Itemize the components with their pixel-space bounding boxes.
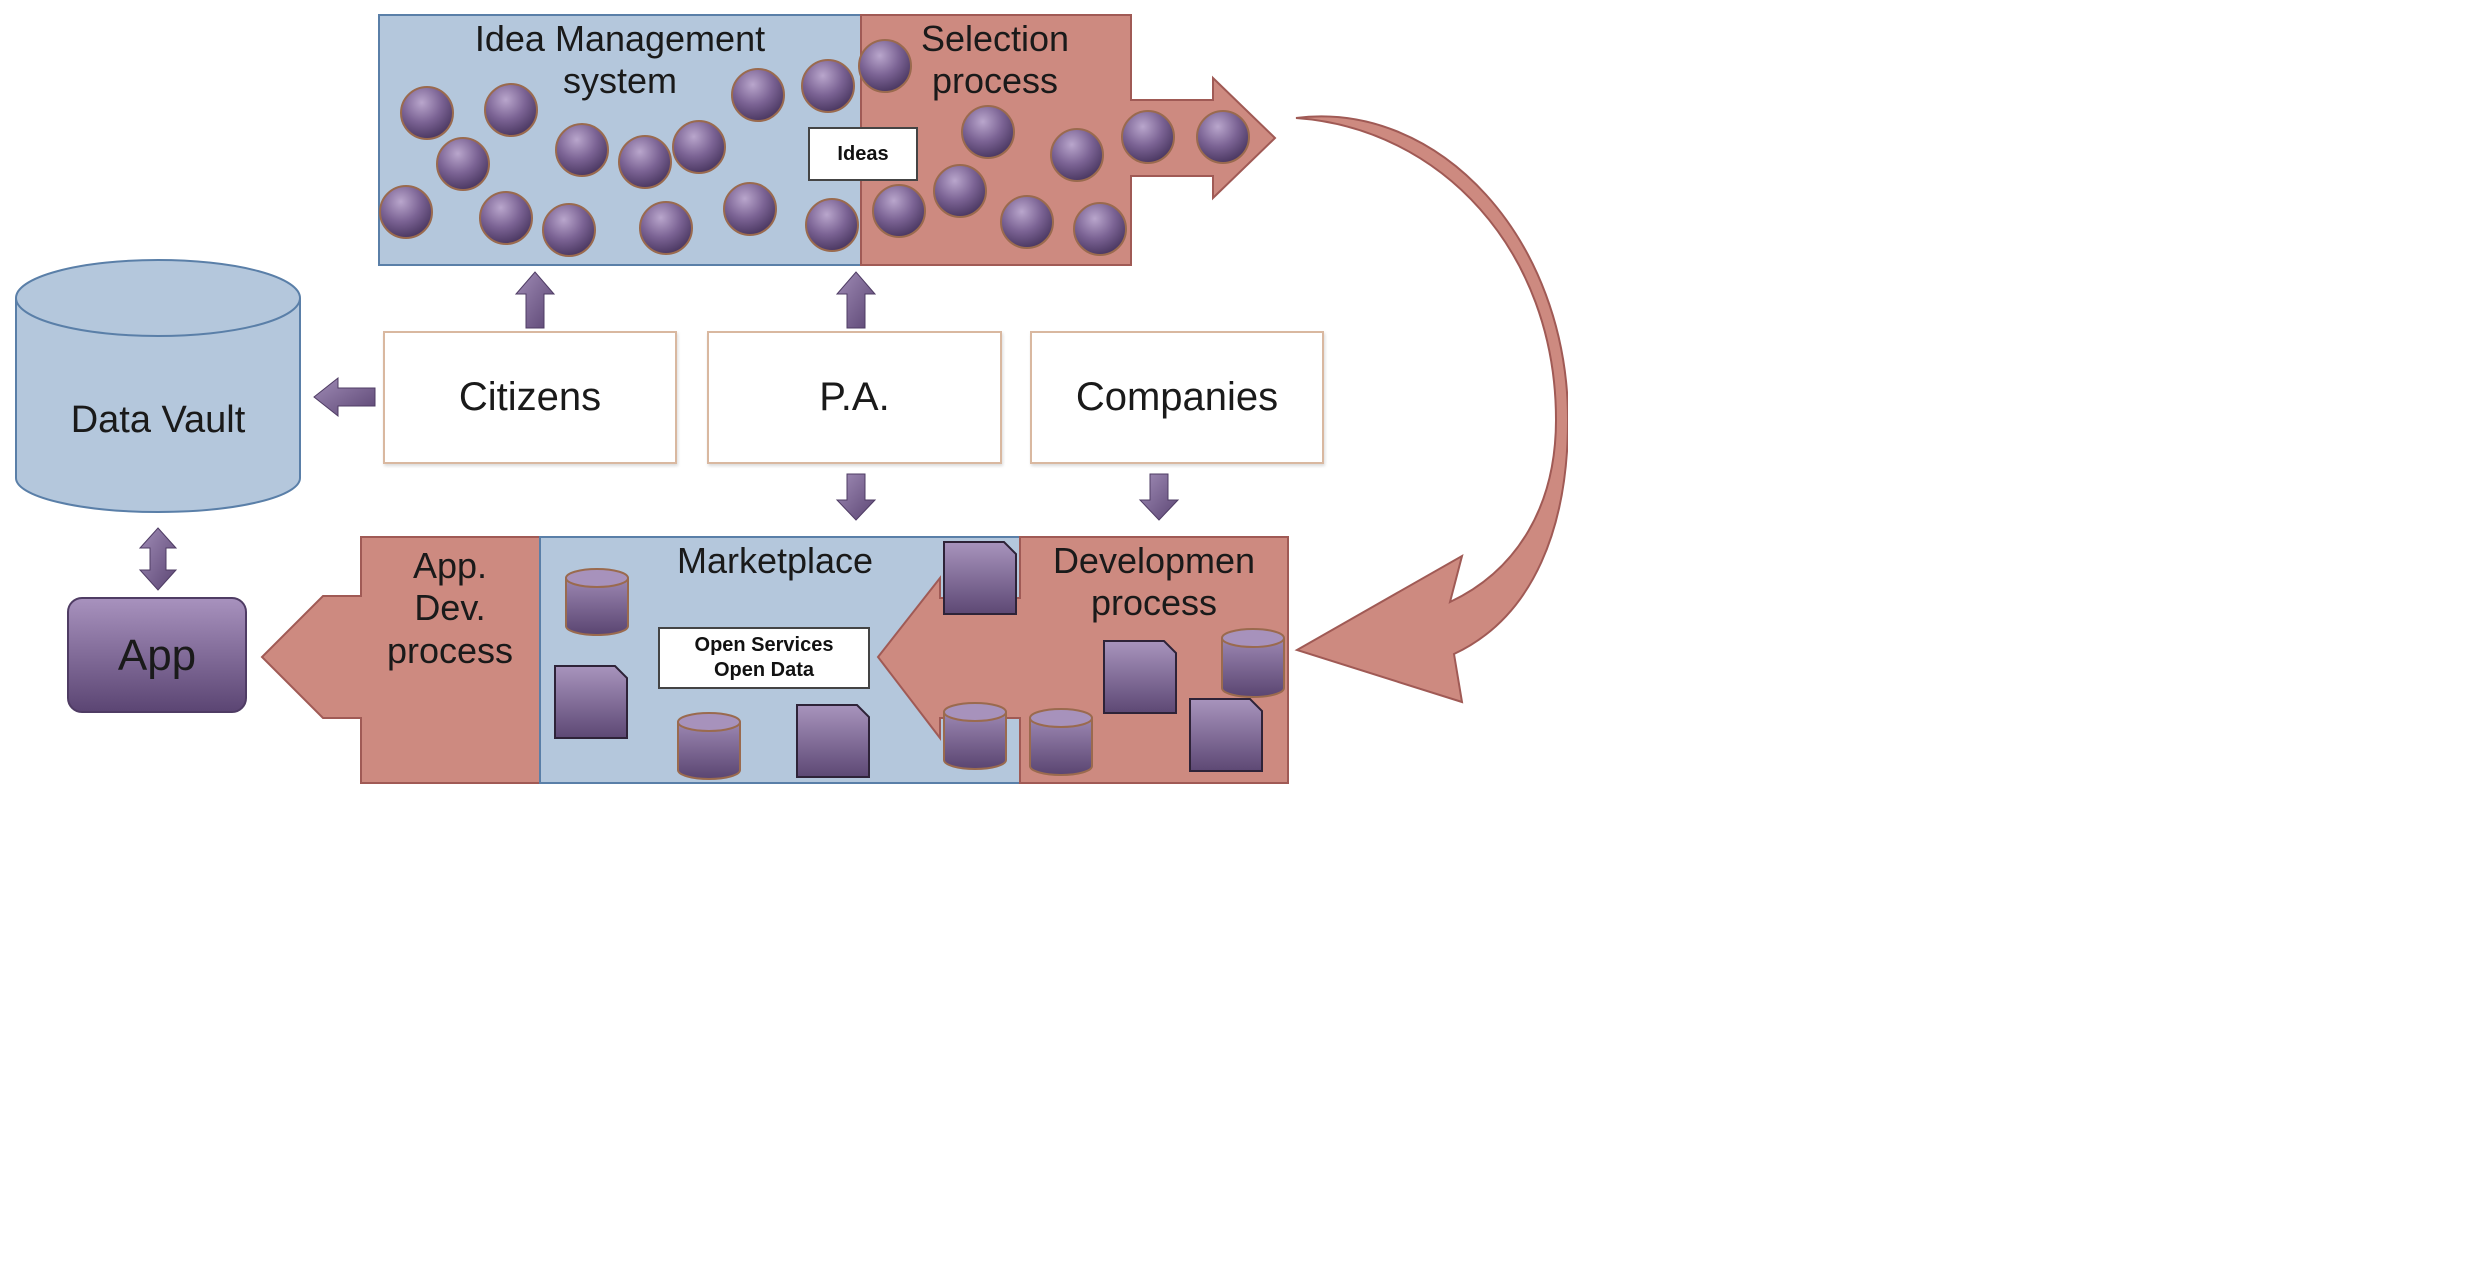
idea-ball-icon: [858, 39, 912, 93]
selection-process-title: Selection process: [920, 18, 1070, 102]
arrow-companies-to-development: [1138, 473, 1180, 521]
idea-ball-icon: [961, 105, 1015, 159]
curved-flow-arrow-body: [1294, 115, 1568, 704]
idea-ball-icon: [672, 120, 726, 174]
diagram-canvas: [15, 14, 1568, 784]
idea-ball-icon: [1196, 110, 1250, 164]
database-cylinder-icon: [943, 702, 1007, 770]
arrow-citizens-to-data-vault: [313, 376, 376, 418]
idea-ball-icon: [479, 191, 533, 245]
pa-box: P.A.: [707, 331, 1002, 464]
database-cylinder-icon: [677, 712, 741, 780]
database-cylinder-icon: [565, 568, 629, 636]
idea-ball-icon: [484, 83, 538, 137]
idea-ball-icon: [933, 164, 987, 218]
idea-ball-icon: [805, 198, 859, 252]
idea-ball-icon: [1050, 128, 1104, 182]
arrow-pa-to-selection: [835, 271, 877, 329]
idea-ball-icon: [400, 86, 454, 140]
idea-ball-icon: [542, 203, 596, 257]
development-process-title: Developmen process: [1052, 540, 1256, 624]
app-dev-process-title: App. Dev. process: [386, 545, 514, 671]
data-vault-label: Data Vault: [70, 399, 246, 441]
idea-ball-icon: [1073, 202, 1127, 256]
idea-ball-icon: [1000, 195, 1054, 249]
idea-ball-icon: [731, 68, 785, 122]
idea-ball-icon: [555, 123, 609, 177]
service-document-icon: [554, 665, 628, 739]
ideas-tag: Ideas: [808, 127, 918, 181]
idea-balls: [379, 39, 1250, 257]
idea-ball-icon: [872, 184, 926, 238]
idea-ball-icon: [379, 185, 433, 239]
idea-ball-icon: [436, 137, 490, 191]
service-document-icon: [1189, 698, 1263, 772]
idea-ball-icon: [639, 201, 693, 255]
marketplace-title: Marketplace: [676, 540, 874, 581]
database-cylinder-icon: [1221, 628, 1285, 698]
idea-ball-icon: [801, 59, 855, 113]
app-dev-process-arrow: [260, 536, 541, 784]
idea-ball-icon: [1121, 110, 1175, 164]
service-document-icon: [1103, 640, 1177, 714]
database-cylinder-icon: [1029, 708, 1093, 776]
idea-ball-icon: [618, 135, 672, 189]
arrow-data-vault-app-bidirectional: [138, 527, 178, 591]
companies-box: Companies: [1030, 331, 1324, 464]
app-label: App: [117, 631, 197, 680]
data-vault-cylinder: [15, 259, 301, 513]
app-box: [67, 597, 247, 713]
service-document-icon: [943, 541, 1017, 615]
open-services-tag: Open Services Open Data: [658, 627, 870, 689]
arrow-citizens-to-idea: [514, 271, 556, 329]
citizens-box: Citizens: [383, 331, 677, 464]
service-items: [554, 541, 1285, 780]
arrow-pa-to-marketplace: [835, 473, 877, 521]
service-document-icon: [796, 704, 870, 778]
idea-management-title: Idea Management system: [474, 18, 766, 102]
idea-ball-icon: [723, 182, 777, 236]
